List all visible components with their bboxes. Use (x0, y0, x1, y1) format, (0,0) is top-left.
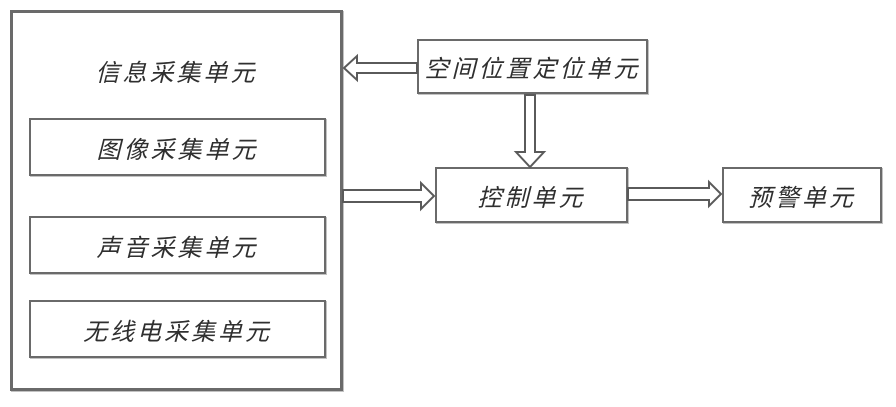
control-unit-label: 控制单元 (477, 185, 586, 212)
box-radio-collection-unit: 无线电采集单元 (29, 300, 326, 358)
box-sound-collection-unit: 声音采集单元 (29, 216, 326, 274)
box-spatial-positioning-unit: 空间位置定位单元 (417, 39, 648, 94)
info-collection-unit-label: 信息采集单元 (95, 61, 258, 87)
spatial-positioning-unit-label: 空间位置定位单元 (424, 57, 641, 83)
image-collection-unit-label: 图像采集单元 (96, 137, 259, 164)
arrow-control-to-warning-icon (627, 179, 723, 209)
arrow-spatial-to-control-icon (513, 94, 547, 169)
box-image-collection-unit: 图像采集单元 (29, 118, 326, 176)
sound-collection-unit-label: 声音采集单元 (96, 235, 259, 262)
radio-collection-unit-label: 无线电采集单元 (83, 319, 272, 346)
arrow-info-to-control-icon (342, 180, 436, 212)
warning-unit-label: 预警单元 (748, 185, 856, 212)
box-control-unit: 控制单元 (435, 167, 628, 223)
arrow-spatial-to-info-icon (342, 53, 418, 83)
box-warning-unit: 预警单元 (722, 167, 882, 223)
box-info-collection-unit: 信息采集单元 图像采集单元 声音采集单元 无线电采集单元 (10, 10, 343, 391)
